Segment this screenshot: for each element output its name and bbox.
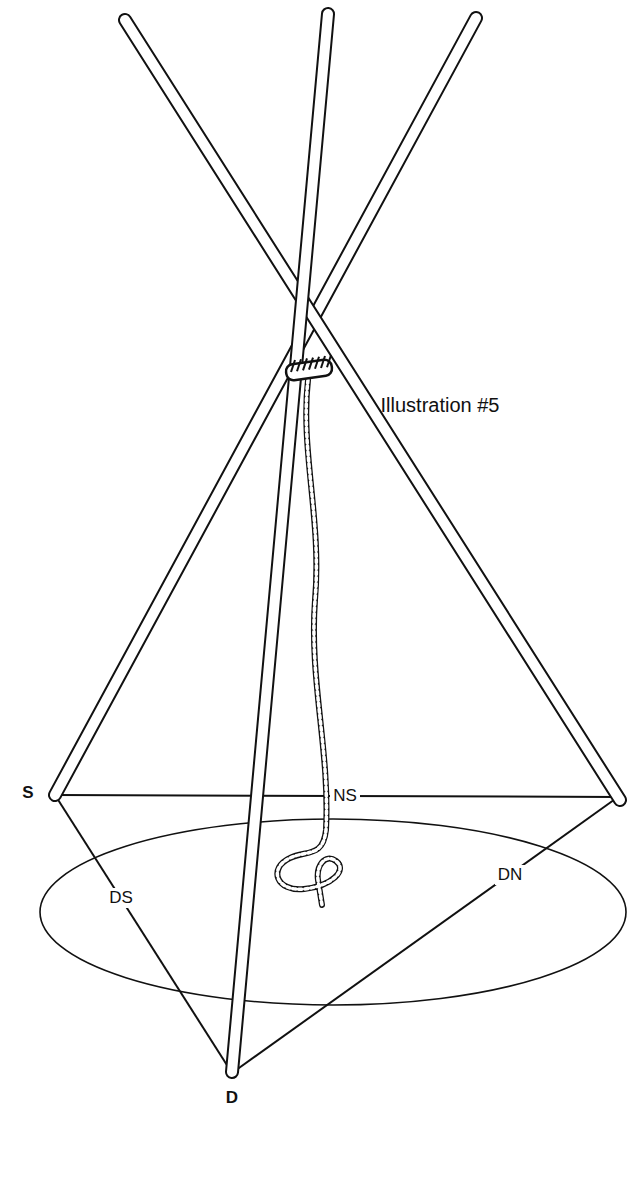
legs <box>55 14 620 1072</box>
lashing <box>285 355 333 381</box>
leg-d <box>232 14 328 1072</box>
dn-line <box>232 797 618 1073</box>
leg-n <box>125 20 620 800</box>
wrap-stroke <box>303 358 307 370</box>
wrap-stroke <box>291 360 295 372</box>
measure-lines <box>55 795 618 1073</box>
wrap-stroke <box>297 359 301 371</box>
point-label: S <box>19 783 36 804</box>
leg-n-core <box>125 20 620 800</box>
leg-d-core <box>232 14 328 1072</box>
illustration-caption: Illustration #5 <box>378 393 503 417</box>
wrap-stroke <box>321 356 325 368</box>
wrap-stroke <box>315 357 319 369</box>
point-label: D <box>223 1088 241 1109</box>
ground-circle <box>40 819 626 1005</box>
distance-label: DN <box>495 865 526 886</box>
wrap-stroke <box>327 355 331 367</box>
distance-label: DS <box>106 888 136 909</box>
distance-label: NS <box>330 786 360 807</box>
wrap-stroke <box>309 358 313 370</box>
ds-line <box>55 795 232 1073</box>
